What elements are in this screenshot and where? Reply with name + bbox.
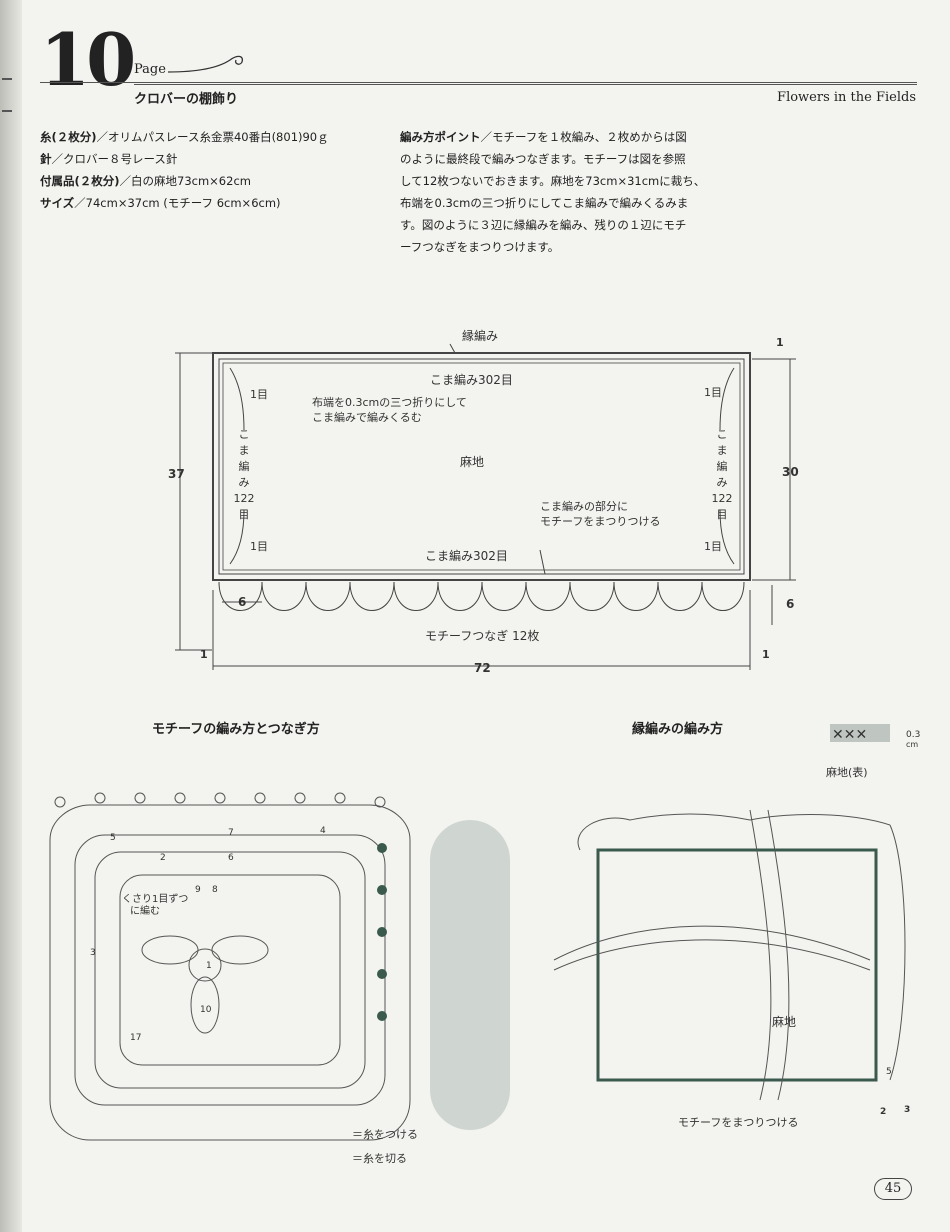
english-title: Flowers in the Fields — [777, 90, 916, 105]
svg-text:122: 122 — [234, 492, 255, 505]
picot-row — [54, 792, 386, 808]
svg-text:3: 3 — [90, 948, 96, 958]
materials-list: 糸(２枚分)／オリムパスレース糸金票40番白(801)90ｇ 針／クロバー８号レ… — [40, 126, 329, 214]
svg-text:目: 目 — [239, 508, 250, 521]
header-rule-inner — [134, 84, 917, 85]
one-stitch-bl: 1目 — [250, 540, 268, 553]
dim-72: 72 — [474, 661, 491, 675]
dim-1-right: 1 — [762, 648, 770, 661]
svg-text:ま: ま — [239, 444, 250, 457]
join-points — [377, 843, 387, 1021]
svg-text:10: 10 — [200, 1005, 212, 1015]
thickness-unit: cm — [906, 740, 918, 749]
fabric-face: 麻地(表) — [826, 765, 868, 779]
fold-note-2: こま編みで編みくるむ — [312, 410, 422, 424]
svg-text:8: 8 — [212, 885, 218, 895]
svg-text:2: 2 — [160, 853, 166, 863]
svg-text:目: 目 — [717, 508, 728, 521]
left-side-count: こ ま 編 み 122 目 — [234, 428, 255, 521]
svg-text:こ: こ — [717, 428, 728, 441]
edge-label: 縁編み — [462, 328, 498, 343]
assembly-diagram: 縁編み こま編み302目 こま編み302目 1目 1目 1目 1目 こ ま 編 … — [168, 328, 799, 675]
page-number: 45 — [874, 1178, 912, 1200]
header-rule — [40, 82, 917, 83]
dim-37: 37 — [168, 467, 185, 481]
gutter-mark — [2, 78, 12, 80]
japanese-title: クロバーの棚飾り — [134, 92, 239, 107]
svg-text:4: 4 — [320, 826, 326, 836]
svg-text:ま: ま — [717, 444, 728, 457]
right-side-count: こ ま 編 み 122 目 — [712, 428, 733, 521]
dim-6-right: 6 — [786, 597, 794, 611]
page-gutter — [0, 0, 22, 1232]
dim-1-top: 1 — [776, 336, 784, 349]
spec-hook: 針／クロバー８号レース針 — [40, 152, 178, 166]
svg-text:み: み — [239, 476, 250, 489]
legend-attach: ＝糸をつける — [352, 1128, 418, 1141]
svg-text:7: 7 — [228, 828, 234, 838]
dim-30: 30 — [782, 465, 799, 479]
spec-size: サイズ／74cm×37cm (モチーフ 6cm×6cm) — [40, 196, 281, 210]
svg-text:17: 17 — [130, 1033, 141, 1043]
one-stitch-tr: 1目 — [704, 386, 722, 399]
top-stitch-count: こま編み302目 — [430, 372, 513, 387]
svg-text:こ: こ — [239, 428, 250, 441]
svg-text:122: 122 — [712, 492, 733, 505]
one-stitch-tl: 1目 — [250, 388, 268, 401]
stitch-sample-x: ✕✕✕ — [832, 727, 867, 743]
spec-yarn: 糸(２枚分)／オリムパスレース糸金票40番白(801)90ｇ — [40, 130, 329, 144]
motif-scallops — [218, 581, 745, 611]
motif-join-label: モチーフつなぎ 12枚 — [425, 628, 539, 643]
motif-chart: 5 2 3 4 7 6 9 8 10 17 1 くさり1目ずつ に編む ＝糸をつ… — [49, 792, 510, 1165]
edge-fabric-label: 麻地 — [772, 1014, 796, 1029]
fold-note-1: 布端を0.3cmの三つ折りにして — [312, 395, 467, 409]
stitch-sample — [830, 724, 890, 742]
adjacent-motif — [430, 820, 510, 1130]
one-stitch-br: 1目 — [704, 540, 722, 553]
pattern-number: 10 — [40, 17, 136, 102]
edge-row-2: 2 — [880, 1107, 886, 1117]
spec-accessory: 付属品(２枚分)／白の麻地73cm×62cm — [40, 174, 251, 188]
svg-text:編: 編 — [717, 459, 728, 473]
row-labels: 5 2 3 4 7 6 9 8 10 17 1 — [90, 826, 326, 1043]
attach-note-2: モチーフをまつりつける — [540, 515, 660, 528]
svg-text:編: 編 — [239, 459, 250, 473]
svg-text:6: 6 — [228, 853, 234, 863]
bottom-stitch-count: こま編み302目 — [425, 548, 508, 563]
gutter-mark — [2, 110, 12, 112]
svg-text:み: み — [717, 476, 728, 489]
edge-row-5: 5 — [886, 1067, 892, 1077]
instruction-points: 編み方ポイント／モチーフを１枚編み、２枚めからは図 のように最終段で編みつなぎま… — [400, 130, 706, 254]
edge-attach-note: モチーフをまつりつける — [678, 1116, 798, 1129]
attach-note-1: こま編みの部分に — [540, 499, 628, 513]
edge-chart-title: 縁編みの編み方 — [632, 722, 724, 737]
svg-text:9: 9 — [195, 885, 201, 895]
svg-text:1: 1 — [206, 961, 212, 971]
page-label: Page — [134, 62, 166, 77]
edge-row-3: 3 — [904, 1105, 910, 1115]
legend-cut: ＝糸を切る — [352, 1152, 407, 1165]
chain-note-2: に編む — [130, 904, 160, 917]
dim-6-left: 6 — [238, 595, 246, 609]
dim-1-left: 1 — [200, 648, 208, 661]
fabric-label: 麻地 — [460, 454, 484, 469]
chain-note-1: くさり1目ずつ — [122, 893, 188, 905]
edge-chart: ✕✕✕ 0.3 cm 麻地(表) 麻地 モチーフをまつりつける 5 2 3 — [553, 724, 920, 1129]
thickness: 0.3 — [906, 730, 920, 740]
motif-chart-title: モチーフの編み方とつなぎ方 — [152, 722, 320, 737]
svg-text:5: 5 — [110, 833, 116, 843]
flourish-ornament — [168, 55, 244, 73]
